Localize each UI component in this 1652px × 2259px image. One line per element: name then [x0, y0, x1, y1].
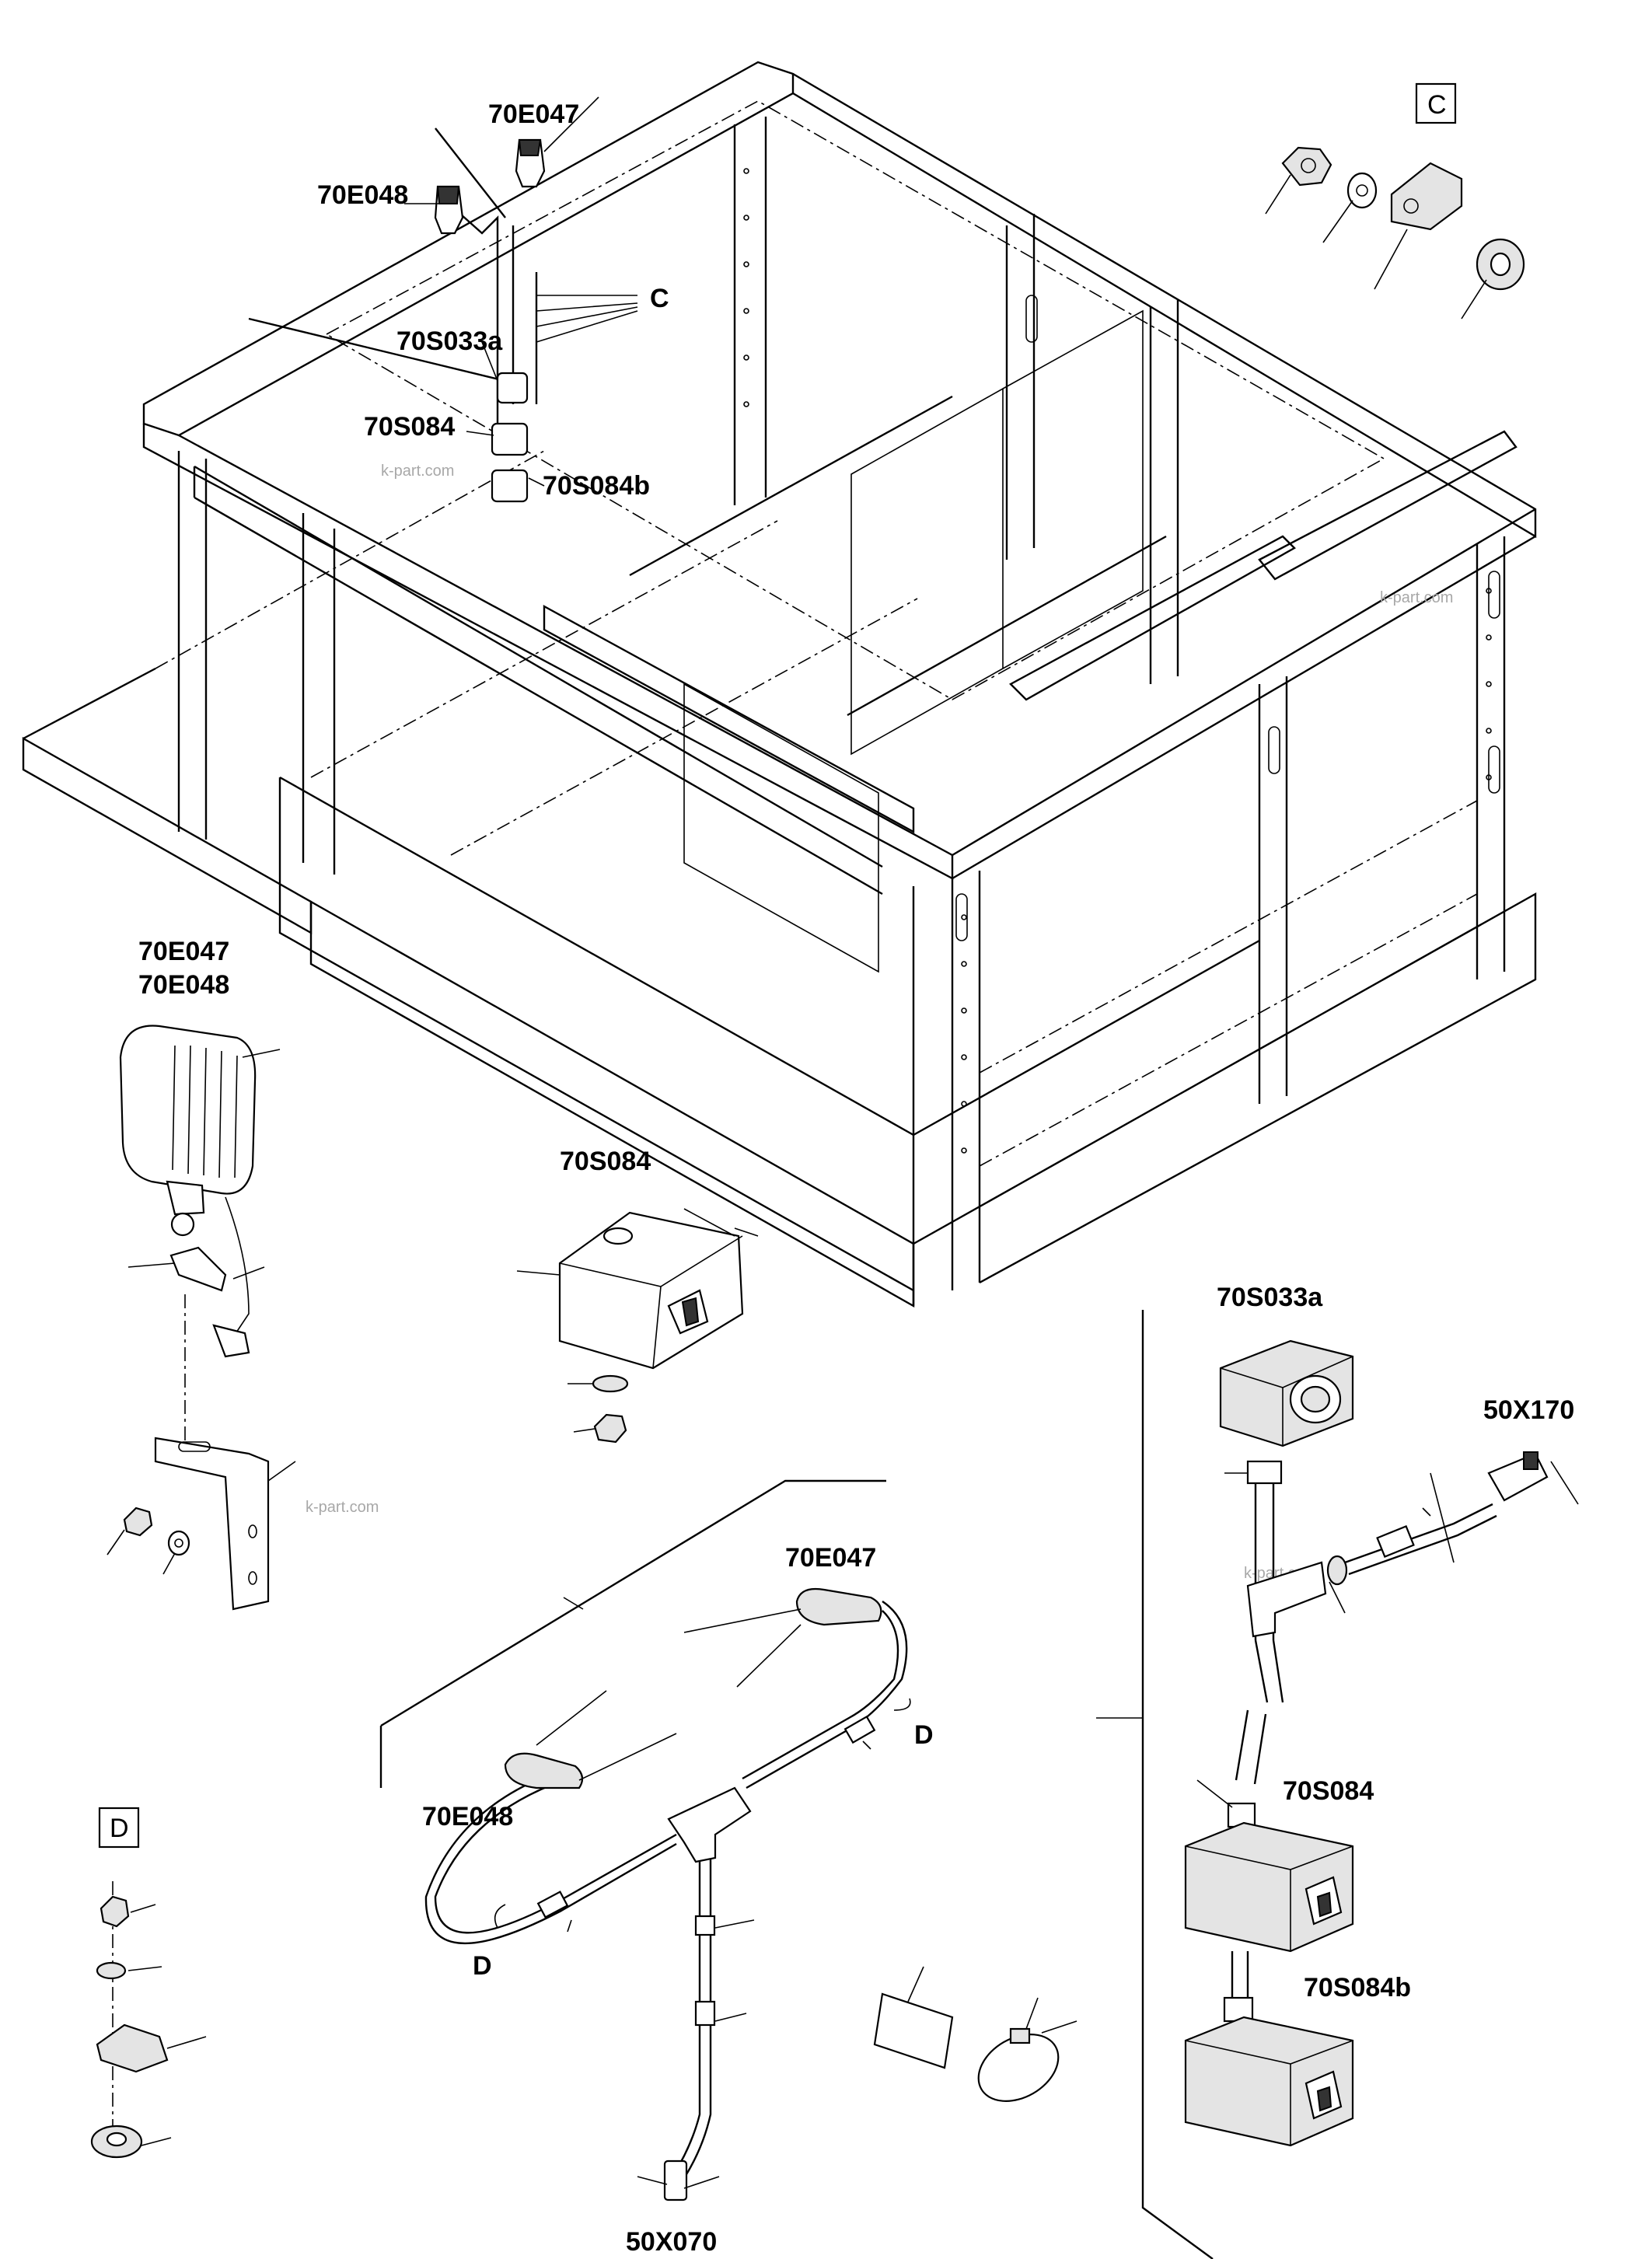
washer-icon	[1346, 172, 1378, 209]
harness-lamp-rear-icon	[795, 1587, 882, 1626]
detail-d-box	[98, 1807, 140, 1849]
detail-lamp: 70E047 70E048	[107, 937, 296, 1611]
detail-d-letter: D	[110, 1814, 129, 1843]
frame-switch-a-icon	[496, 372, 529, 404]
watermark-bracket: k-part.com	[306, 1499, 379, 1516]
chain-label-50x170: 50X170	[1483, 1395, 1574, 1425]
protective-sleeve-icon	[873, 1992, 954, 2069]
harness-tee-icon	[667, 1786, 752, 1863]
clamp-icon	[1390, 162, 1463, 231]
watermark-frame: k-part.com	[381, 463, 454, 480]
clip-d-clamp-icon	[96, 2023, 169, 2073]
clip-d-nut-icon	[100, 1895, 130, 1928]
detail-d: D	[90, 1807, 207, 2159]
bracket-nut-icon	[123, 1507, 153, 1537]
harness-label-d-left: D	[473, 1951, 492, 1981]
label-70s084b: 70S084b	[543, 471, 650, 501]
safety-switch-icon	[558, 1211, 744, 1370]
clip-d-washer-icon	[96, 1961, 127, 1980]
switch-box-nut-icon	[593, 1413, 627, 1444]
harness-lamp-front-icon	[504, 1752, 584, 1789]
label-70e047: 70E047	[488, 100, 579, 129]
label-70s084: 70S084	[364, 412, 455, 442]
detail-c-letter: C	[1427, 90, 1447, 120]
frame-switch-main-icon	[491, 422, 529, 456]
bracket-washer-icon	[167, 1530, 190, 1556]
main-frame	[22, 61, 1537, 1308]
harness-label-50x070: 50X070	[626, 2227, 717, 2257]
detail-c-box	[1415, 82, 1457, 124]
nut-icon	[1281, 146, 1332, 187]
watermark-frame-right: k-part.com	[1380, 589, 1453, 606]
label-70s033a: 70S033a	[396, 326, 503, 356]
frame-harness	[248, 96, 638, 503]
chain-label-70s084: 70S084	[1283, 1776, 1374, 1806]
harness-label-d-right: D	[914, 1720, 934, 1750]
label-70e048: 70E048	[317, 180, 408, 210]
cable-tie-icon	[977, 2034, 1060, 2102]
detail-switch-chain: 70S033a 50X170 70S084 70S084b	[1096, 1283, 1579, 2259]
detail-lamp-label-1: 70E047	[138, 937, 229, 966]
detail-lamp-label-2: 70E048	[138, 970, 229, 1000]
detail-c: C	[1265, 82, 1525, 319]
detail-harness: 70E047 70E048 D D 50X070	[379, 1479, 1077, 2257]
chain-label-70s084b: 70S084b	[1304, 1973, 1411, 2002]
switch-box-washer-icon	[592, 1374, 629, 1393]
harness-label-70e047: 70E047	[785, 1543, 876, 1573]
chain-label-70s033a: 70S033a	[1217, 1283, 1323, 1312]
lamp-mount-plate-icon	[169, 1246, 227, 1292]
lamp-bracket-icon	[154, 1437, 270, 1611]
chain-tee-icon	[1246, 1561, 1327, 1638]
harness-connector-icon	[663, 2159, 688, 2201]
label-clip-ref-c: C	[650, 284, 669, 313]
detail-switch-box: 70S084	[516, 1147, 759, 1444]
frame-switch-b-icon	[491, 469, 529, 503]
detail-switch-label: 70S084	[560, 1147, 651, 1176]
